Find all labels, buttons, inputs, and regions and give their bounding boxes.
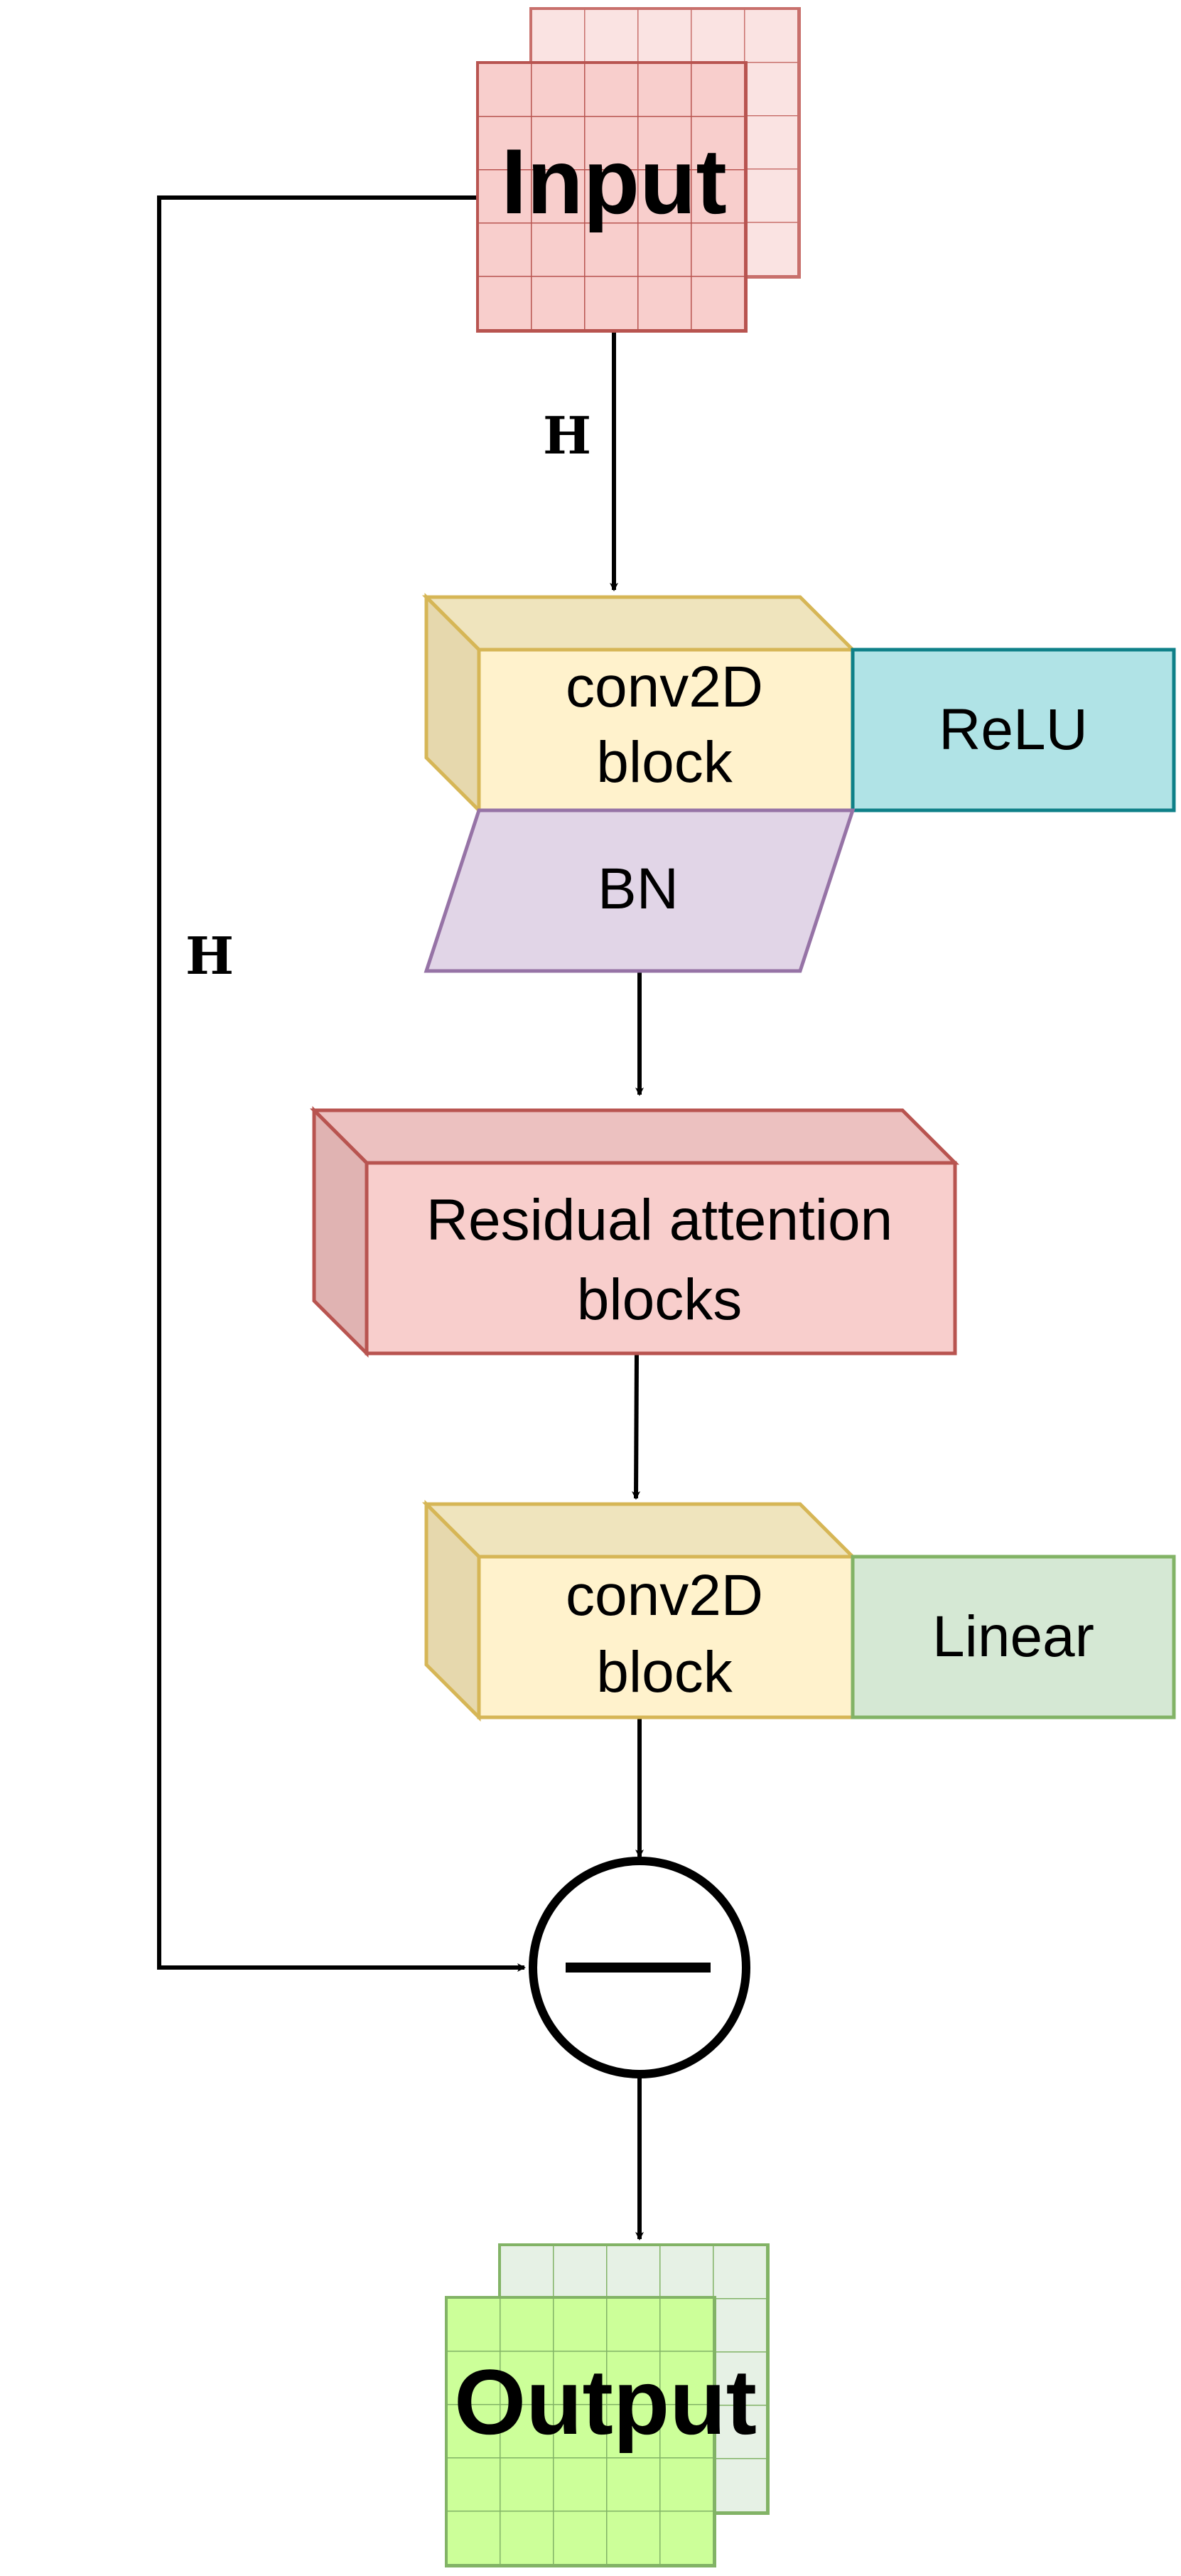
output-label: Output: [454, 2350, 757, 2454]
input-tensor: Input: [476, 7, 801, 333]
edge-residual-to-conv: [632, 1353, 641, 1500]
conv2d-block-2-label-line1: conv2D: [566, 1563, 763, 1628]
bn-label: BN: [598, 857, 679, 921]
conv2d-block-1-label-line1: conv2D: [566, 655, 763, 719]
conv2d-block-1: conv2D block: [421, 592, 858, 815]
residual-label-line2: blocks: [577, 1267, 742, 1332]
conv2d-block-2: conv2D block: [421, 1499, 858, 1722]
input-label: Input: [501, 129, 727, 233]
edge-label-h-top: H: [543, 405, 591, 466]
relu-label: ReLU: [939, 697, 1088, 762]
residual-label-line1: Residual attention: [426, 1188, 893, 1252]
bn-box: BN: [424, 808, 856, 973]
subtract-node: [529, 1857, 750, 2078]
edge-label-h-skip: H: [185, 925, 234, 986]
edge-skip-connection: H: [157, 195, 526, 1972]
output-tensor: Output: [445, 2243, 770, 2567]
residual-attention-blocks: Residual attention blocks: [309, 1105, 960, 1358]
edge-input-to-conv: H: [543, 331, 618, 591]
conv2d-block-2-label-line2: block: [596, 1640, 733, 1705]
linear-label: Linear: [932, 1604, 1094, 1669]
relu-box: ReLU: [851, 648, 1176, 812]
conv2d-block-1-label-line2: block: [596, 730, 733, 795]
linear-box: Linear: [851, 1555, 1176, 1719]
